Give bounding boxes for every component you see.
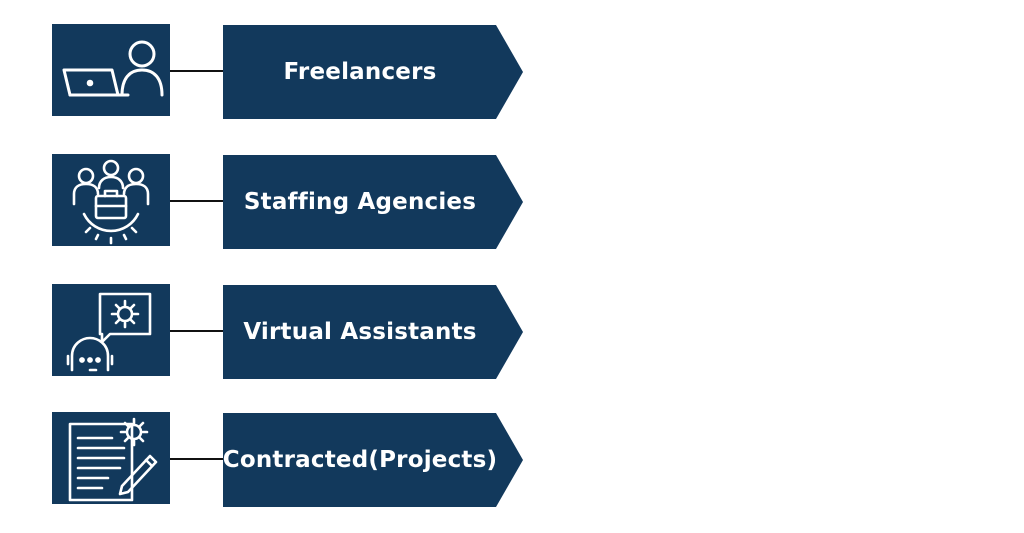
team-briefcase-gear-icon <box>72 159 150 245</box>
freelancer-icon-box <box>52 24 170 116</box>
freelancer-laptop-icon <box>62 40 164 97</box>
contracted-icon-box <box>52 412 170 504</box>
item-virtual-assistants: Virtual Assistants <box>0 284 560 380</box>
label-arrow-contracted-projects: Contracted(Projects) <box>223 413 523 507</box>
item-label: Contracted(Projects) <box>222 447 498 473</box>
staffing-icon-box <box>52 154 170 246</box>
headset-agent-gear-icon <box>66 292 152 372</box>
label-arrow-staffing-agencies: Staffing Agencies <box>223 155 523 249</box>
connector-line <box>170 200 224 202</box>
connector-line <box>170 70 224 72</box>
item-label: Freelancers <box>283 59 437 85</box>
document-pen-gear-icon <box>68 417 158 502</box>
connector-line <box>170 330 224 332</box>
item-freelancers: Freelancers <box>0 24 560 120</box>
label-arrow-virtual-assistants: Virtual Assistants <box>223 285 523 379</box>
item-contracted-projects: Contracted(Projects) <box>0 412 560 508</box>
item-label: Staffing Agencies <box>243 189 477 215</box>
item-label: Virtual Assistants <box>243 319 477 345</box>
label-arrow-freelancers: Freelancers <box>223 25 523 119</box>
connector-line <box>170 458 224 460</box>
virtual-assistant-icon-box <box>52 284 170 376</box>
item-staffing-agencies: Staffing Agencies <box>0 154 560 250</box>
